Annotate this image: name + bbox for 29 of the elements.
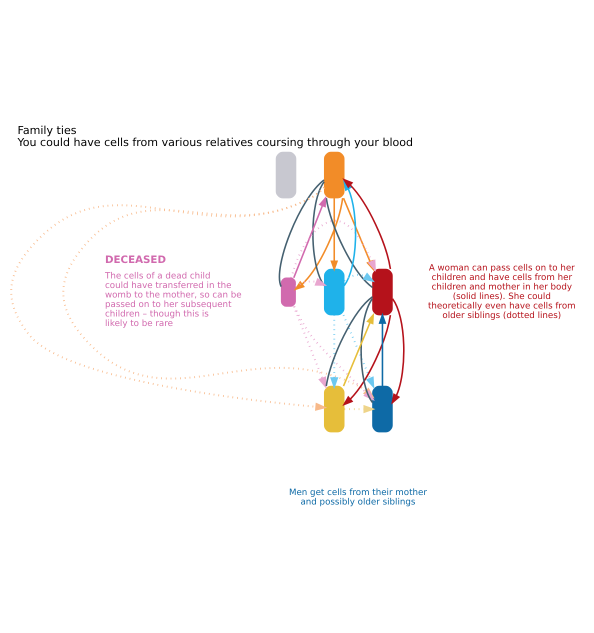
arrow <box>391 298 405 404</box>
node-person <box>372 385 393 432</box>
connector <box>326 296 374 386</box>
caption: You could have cells from various relatives coursing through your blood <box>17 136 414 149</box>
node-person <box>324 268 345 315</box>
connector <box>360 298 374 402</box>
node-person <box>324 151 345 198</box>
arrow <box>330 314 338 389</box>
arrow <box>344 404 376 413</box>
connector <box>278 178 325 286</box>
node-person <box>276 151 296 198</box>
label: Men get cells from their mother and possibly older siblings <box>288 488 427 508</box>
node-label: The cells of a dead child could have transferred in the womb to the mother, so can be passed on to her subsequent children – though this is likely to be rare <box>105 271 242 328</box>
node-person <box>324 385 345 432</box>
arrow <box>330 198 338 272</box>
connector <box>312 180 325 286</box>
arrow <box>294 198 344 290</box>
arrow <box>344 272 375 282</box>
arrow <box>10 186 328 410</box>
node-label: DECEASED <box>105 254 166 266</box>
arrow <box>293 195 326 278</box>
diagram-title: Family ties <box>17 124 77 137</box>
arrow <box>342 314 392 406</box>
node-person <box>372 268 393 315</box>
arrow <box>295 277 328 287</box>
node-person <box>280 276 296 306</box>
label: A woman can pass cells on to her children and have cells from her children and mother in her body (solid lines). She could theoretically even have cells from older siblings (dotted lines) <box>428 263 576 321</box>
arrow <box>292 305 326 388</box>
arrow <box>378 312 386 386</box>
